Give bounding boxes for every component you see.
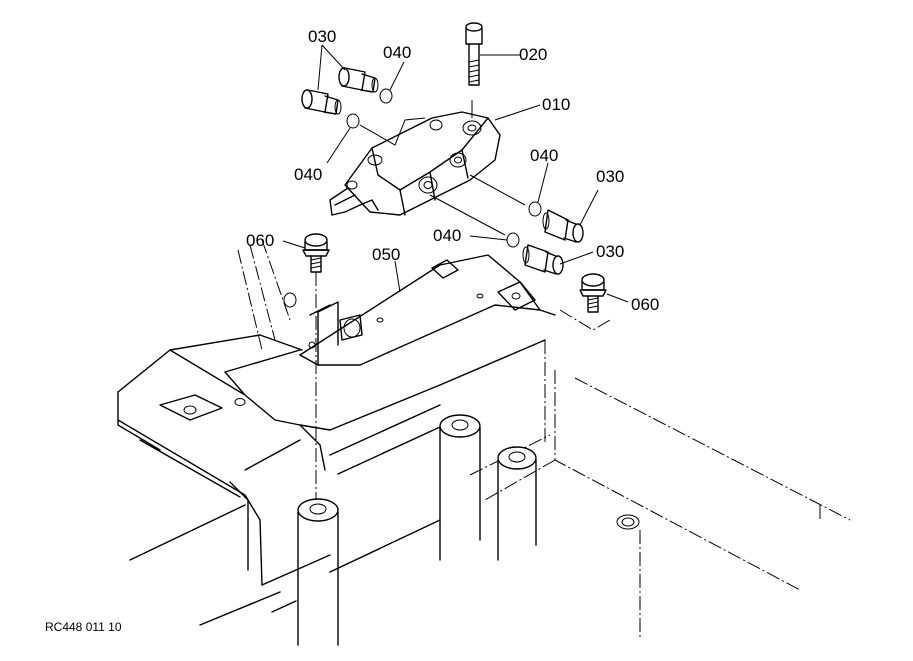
label-020: 020: [519, 45, 547, 64]
bolt-020: [465, 22, 483, 86]
o-ring-040-right-upper: [528, 201, 542, 217]
label-040-right-lower: 040: [433, 226, 461, 245]
o-ring-040-left: [346, 113, 360, 129]
fitting-030-right-upper: [542, 209, 584, 243]
fitting-030-top-lower: [301, 89, 342, 115]
label-030-right-lower: 030: [596, 242, 624, 261]
leader-lines: [282, 44, 629, 303]
label-010: 010: [542, 95, 570, 114]
frame-posts: [297, 414, 537, 646]
bolt-060-left: [302, 233, 330, 500]
valve-body-010: [329, 100, 526, 236]
o-ring-040-right-lower: [506, 232, 520, 248]
mounting-bracket-050: [299, 254, 556, 366]
label-040-left: 040: [294, 165, 322, 184]
label-030-top: 030: [308, 27, 336, 46]
label-060-right: 060: [631, 295, 659, 314]
label-030-right-upper: 030: [596, 167, 624, 186]
label-040-right-upper: 040: [530, 146, 558, 165]
drawing-code: RC448 011 10: [45, 620, 122, 634]
bolt-060-right: [559, 273, 611, 331]
label-060-left: 060: [246, 231, 274, 250]
chassis-frame: [117, 239, 851, 640]
label-050: 050: [372, 245, 400, 264]
o-ring-040-top: [379, 88, 393, 104]
fitting-030-top-upper: [338, 67, 379, 93]
fitting-030-right-lower: [522, 244, 564, 275]
label-040-top: 040: [383, 43, 411, 62]
